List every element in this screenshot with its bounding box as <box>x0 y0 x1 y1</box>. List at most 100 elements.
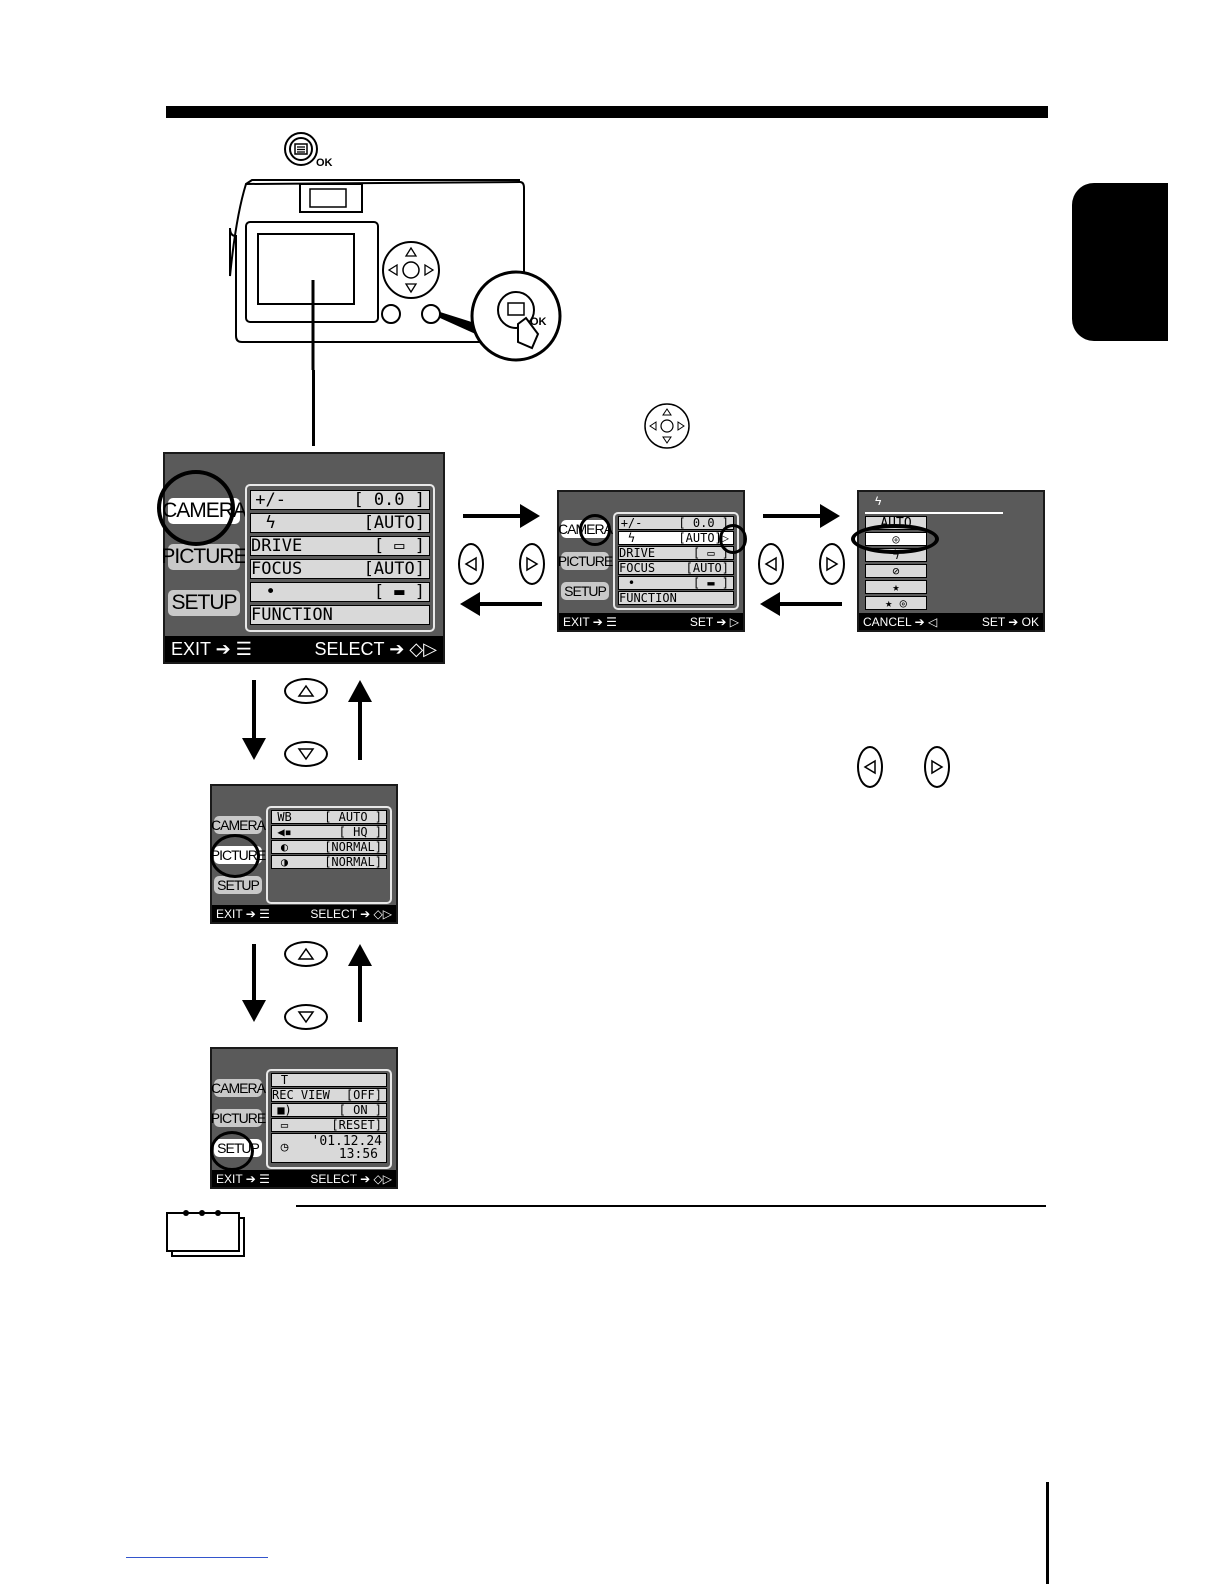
arrow-right-1-head <box>520 504 540 528</box>
set-ok-hint: SET ➔ OK <box>981 614 1039 629</box>
time-value: 13:56 <box>338 1147 378 1162</box>
arrow-up-2 <box>358 964 362 1022</box>
right-button-icon-2 <box>819 543 845 585</box>
arrow-left-1 <box>478 602 542 606</box>
tab-picture[interactable]: PICTURE <box>161 544 248 570</box>
picture-screen-footer: EXIT ➔ ☰ SELECT ➔ ◇▷ <box>212 905 396 922</box>
menu-ok-button-icon: OK <box>283 131 337 171</box>
flash-row-small[interactable]: ϟ[AUTO]▷ <box>618 531 734 545</box>
contrast-row[interactable]: ◑[NORMAL] <box>271 855 387 869</box>
exit-hint: EXIT ➔ ☰ <box>171 638 252 659</box>
note-icon <box>164 1208 246 1258</box>
header-rule <box>166 106 1048 118</box>
drive-row[interactable]: DRIVE[ ▭ ] <box>250 536 430 556</box>
highlight-ellipse-redeye <box>851 524 939 554</box>
focus-row-small[interactable]: FOCUS[AUTO] <box>618 561 734 575</box>
page-edge-rule <box>1046 1482 1049 1584</box>
exposure-row[interactable]: +/-[ 0.0 ] <box>250 490 430 510</box>
setup-settings-panel: T REC VIEW[OFF] ■)[ ON ] ▭[RESET] ◷ '01.… <box>266 1069 392 1169</box>
quality-icon: ◀▪ <box>277 825 292 839</box>
flash-option-night-redeye[interactable]: ★ ◎ <box>865 596 927 610</box>
arrow-down-1-head <box>242 738 266 760</box>
set-hint-small: SET ➔ ▷ <box>689 614 739 629</box>
note-rule <box>296 1205 1046 1207</box>
exit-hint-small: EXIT ➔ ☰ <box>563 614 617 629</box>
flash-screen-footer: CANCEL ➔ ◁ SET ➔ OK <box>859 613 1043 630</box>
rec-view-row[interactable]: REC VIEW[OFF] <box>271 1088 387 1102</box>
down-button-icon <box>284 741 328 767</box>
contrast-icon: ◑ <box>280 855 289 869</box>
arrow-up-1 <box>358 700 362 760</box>
function-row-small[interactable]: FUNCTION <box>618 591 734 605</box>
metering-row-small[interactable]: •[ ▬ ] <box>618 576 734 590</box>
sharpness-row[interactable]: ◐[NORMAL] <box>271 840 387 854</box>
exit-hint-picture: EXIT ➔ ☰ <box>216 906 270 921</box>
select-hint-setup: SELECT ➔ ◇▷ <box>310 1171 392 1186</box>
clock-icon: ◷ <box>280 1140 289 1155</box>
picture-settings-panel: WB[ AUTO ] ◀▪[ HQ ] ◐[NORMAL] ◑[NORMAL] <box>266 806 392 904</box>
left-button-icon-3 <box>857 746 883 788</box>
arrow-left-2 <box>778 602 842 606</box>
camera-back-illustration: OK <box>228 176 578 370</box>
select-hint-picture: SELECT ➔ ◇▷ <box>310 906 392 921</box>
exposure-row-small[interactable]: +/-[ 0.0 ] <box>618 516 734 530</box>
tab-setup-picture-screen[interactable]: SETUP <box>214 876 262 894</box>
link-underline <box>126 1557 268 1558</box>
exit-hint-setup: EXIT ➔ ☰ <box>216 1171 270 1186</box>
highlight-circle-camera-small <box>579 514 611 546</box>
right-button-icon <box>519 543 545 585</box>
cancel-hint: CANCEL ➔ ◁ <box>863 614 938 629</box>
flash-row[interactable]: ϟ[AUTO] <box>250 513 430 533</box>
flash-header-line <box>865 512 1003 514</box>
flash-header-icon: ϟ <box>875 494 882 508</box>
up-button-icon-2 <box>284 941 328 967</box>
camera-menu-screen: CAMERA PICTURE SETUP +/-[ 0.0 ] ϟ[AUTO] … <box>157 452 445 664</box>
tab-setup[interactable]: SETUP <box>168 590 240 616</box>
camera-settings-panel: +/-[ 0.0 ] ϟ[AUTO] DRIVE[ ▭ ] FOCUS[AUTO… <box>245 484 435 632</box>
camera-ok-label: OK <box>530 316 547 328</box>
arrow-down-2 <box>252 944 256 1002</box>
metering-row[interactable]: •[ ▬ ] <box>250 582 430 602</box>
flash-icon: ϟ <box>265 513 276 533</box>
date-row[interactable]: ◷ '01.12.24 13:56 <box>271 1133 387 1163</box>
tab-camera-setup-screen[interactable]: CAMERA <box>211 1079 266 1097</box>
tab-picture-setup-screen[interactable]: PICTURE <box>210 1109 266 1127</box>
function-row[interactable]: FUNCTION <box>250 605 430 625</box>
up-button-icon <box>284 678 328 704</box>
drive-row-small[interactable]: DRIVE[ ▭ ] <box>618 546 734 560</box>
setup-menu-screen: CAMERA PICTURE SETUP T REC VIEW[OFF] ■)[… <box>210 1047 398 1189</box>
down-button-icon-2 <box>284 1004 328 1030</box>
setup-screen-footer: EXIT ➔ ☰ SELECT ➔ ◇▷ <box>212 1170 396 1187</box>
flash-mode-screen: ϟ AUTO ◎ ϟ ⊘ ★ ★ ◎ CANCEL ➔ ◁ SET ➔ OK <box>851 490 1045 632</box>
screen-footer-small: EXIT ➔ ☰ SET ➔ ▷ <box>559 613 743 630</box>
tab-camera-picture-screen[interactable]: CAMERA <box>211 816 266 834</box>
select-hint: SELECT ➔ ◇▷ <box>314 638 437 659</box>
wb-icon: WB <box>277 810 292 824</box>
arrow-up-2-head <box>348 944 372 966</box>
tab-setup-small[interactable]: SETUP <box>561 582 609 600</box>
file-number-row[interactable]: ▭[RESET] <box>271 1118 387 1132</box>
highlight-circle-arrow-small <box>719 524 747 554</box>
flash-option-night[interactable]: ★ <box>865 580 927 594</box>
highlight-circle-setup <box>210 1131 254 1171</box>
screen-footer: EXIT ➔ ☰ SELECT ➔ ◇▷ <box>165 636 443 662</box>
flash-icon-small: ϟ <box>627 531 636 545</box>
focus-row[interactable]: FOCUS[AUTO] <box>250 559 430 579</box>
text-row[interactable]: T <box>271 1073 387 1087</box>
tab-picture-small[interactable]: PICTURE <box>557 552 613 570</box>
arrow-pad-icon <box>642 402 692 450</box>
white-balance-row[interactable]: WB[ AUTO ] <box>271 810 387 824</box>
beep-row[interactable]: ■)[ ON ] <box>271 1103 387 1117</box>
flash-option-off[interactable]: ⊘ <box>865 564 927 578</box>
left-button-icon <box>458 543 484 585</box>
ok-label: OK <box>316 157 333 169</box>
left-button-icon-2 <box>758 543 784 585</box>
metering-icon: • <box>265 582 276 602</box>
highlight-circle <box>157 470 235 546</box>
arrow-down-2-head <box>242 1000 266 1022</box>
arrow-down-1 <box>252 680 256 740</box>
quality-row[interactable]: ◀▪[ HQ ] <box>271 825 387 839</box>
arrow-up-1-head <box>348 680 372 702</box>
connector-line <box>312 370 315 446</box>
text-icon: T <box>280 1073 289 1087</box>
